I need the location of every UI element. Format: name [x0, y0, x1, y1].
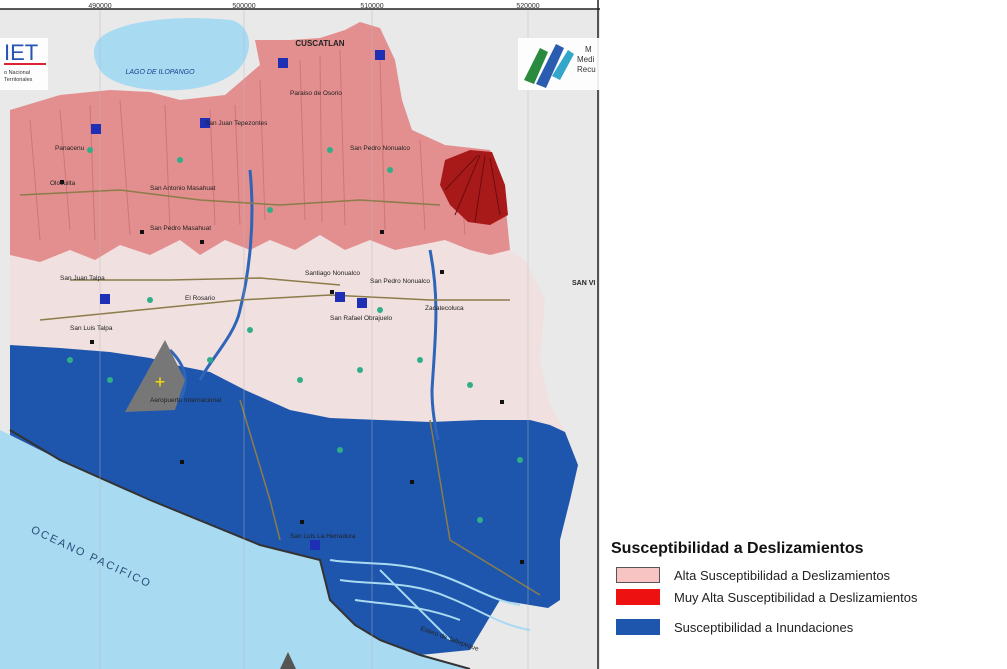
coordinate-grid	[99, 0, 529, 669]
legend-label-muy-alta: Muy Alta Susceptibilidad a Deslizamiento…	[674, 589, 918, 605]
legend-swatch-inundaciones	[616, 619, 660, 635]
legend-swatch-muy-alta	[616, 589, 660, 605]
tick-label-2: 500000	[232, 3, 255, 10]
town-label: Santiago Nonualco	[305, 270, 360, 277]
logo-left-line-1: o Nacional	[4, 70, 30, 76]
hospital-icons	[91, 50, 385, 550]
tick-label-3: 510000	[360, 3, 383, 10]
rivers	[168, 169, 440, 441]
town-label: San Juan Tepezontes	[205, 120, 268, 127]
legend-item-inundaciones: Susceptibilidad a Inundaciones	[616, 616, 1003, 638]
legend-label-alta: Alta Susceptibilidad a Deslizamientos	[674, 567, 891, 583]
ministry-logo-right: M Medi Recu	[518, 38, 600, 90]
legend-swatch-alta	[616, 567, 660, 583]
label-san-vicente: SAN VI	[572, 280, 595, 287]
town-label: San Luis Talpa	[70, 325, 113, 332]
north-arrow-fragment	[280, 652, 296, 669]
lake-ilopango	[94, 18, 250, 91]
label-lago-ilopango: LAGO DE ILOPANGO	[125, 69, 195, 76]
settlement-markers	[60, 180, 524, 564]
town-label: Olocuilta	[50, 180, 76, 187]
legend-label-inundaciones: Susceptibilidad a Inundaciones	[674, 619, 854, 635]
ocean-area	[0, 430, 470, 669]
label-cuscatlan: CUSCATLAN	[295, 39, 344, 48]
coordinate-strip	[0, 0, 600, 9]
coastline	[9, 429, 471, 669]
town-label: San Pedro Masahuat	[150, 225, 211, 232]
vegetation-markers	[67, 147, 523, 523]
town-label: San Pedro Nonualco	[370, 278, 430, 285]
tick-label-1: 490000	[88, 3, 111, 10]
town-label: San Pedro Nonualco	[350, 145, 410, 152]
logo-right-line-3: Recu	[577, 65, 596, 74]
agency-logo-left: IET o Nacional Territoriales	[0, 38, 48, 90]
town-label: San Rafael Obrajuelo	[330, 315, 393, 322]
map-panel[interactable]: +	[0, 0, 600, 669]
town-label: Panacenu	[55, 145, 85, 152]
town-label: Zacatecoluca	[425, 305, 464, 312]
map-canvas: +	[0, 0, 600, 669]
town-label: El Rosario	[185, 295, 215, 302]
road-network	[19, 189, 541, 596]
legend: Susceptibilidad a Deslizamientos Alta Su…	[608, 540, 1003, 638]
airport-icon: +	[155, 372, 166, 392]
logo-left-text: IET	[4, 40, 38, 65]
tick-label-4: 520000	[516, 3, 539, 10]
town-label: San Luis La Herradura	[290, 533, 356, 540]
legend-item-alta: Alta Susceptibilidad a Deslizamientos	[616, 564, 1003, 586]
logo-left-line-2: Territoriales	[4, 77, 33, 83]
volcano-texture	[444, 154, 501, 223]
logo-right-line-1: M	[585, 45, 592, 54]
town-label: San Juan Talpa	[60, 275, 105, 282]
logo-right-line-2: Medi	[577, 55, 595, 64]
legend-title: Susceptibilidad a Deslizamientos	[611, 540, 864, 557]
legend-item-muy-alta: Muy Alta Susceptibilidad a Deslizamiento…	[616, 586, 1003, 608]
zone-muy-alta-susceptibilidad	[440, 150, 508, 225]
town-label: Paraiso de Osorio	[290, 90, 342, 97]
town-label: San Antonio Masahuat	[150, 185, 216, 192]
airport-area	[125, 340, 185, 412]
estuary-channels	[329, 559, 531, 641]
town-label: Aeropuerto Internacional	[150, 397, 222, 404]
